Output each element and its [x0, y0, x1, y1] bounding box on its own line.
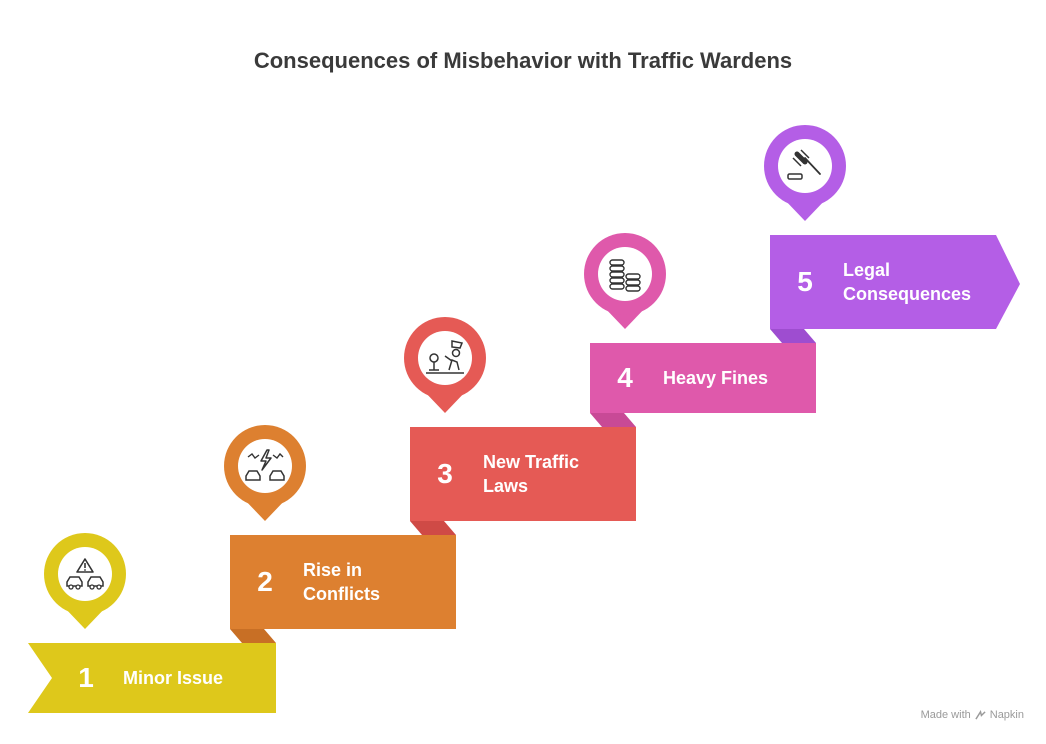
step-4-box — [590, 343, 816, 413]
napkin-brand-text: Napkin — [989, 709, 1024, 721]
coin-stacks-icon — [609, 259, 641, 292]
step-2-number: 2 — [257, 566, 273, 597]
step-5-pin — [764, 125, 846, 221]
step-1-pin — [44, 533, 126, 629]
step-4-connector-fold — [590, 413, 636, 427]
step-5-connector-fold — [770, 329, 816, 343]
step-1-box — [28, 643, 276, 713]
step-3-connector-fold — [410, 521, 456, 535]
step-2-connector-fold — [230, 629, 276, 643]
step-2-box — [230, 535, 456, 629]
car-collision-warning-icon — [66, 558, 104, 590]
step-3-number: 3 — [437, 458, 453, 489]
step-5-box — [770, 235, 1020, 329]
traffic-warden-icon — [426, 340, 464, 374]
step-2-pin — [224, 425, 306, 521]
made-with-text: Made with — [920, 709, 971, 721]
step-3-label: New Traffic Laws — [483, 452, 580, 496]
napkin-logo-icon — [975, 709, 986, 720]
step-3-pin — [404, 317, 486, 413]
diagram-title: Consequences of Misbehavior with Traffic… — [253, 48, 793, 73]
napkin-watermark: Made with Napkin — [921, 709, 1024, 721]
conflict-lightning-cars-icon — [245, 449, 285, 481]
step-3-box — [410, 427, 636, 521]
step-4-number: 4 — [617, 362, 633, 393]
gavel-icon — [787, 149, 821, 180]
step-1-label: Minor Issue — [123, 668, 224, 688]
step-2-label: Rise in Conflicts — [303, 560, 381, 604]
step-4-pin — [584, 233, 666, 329]
step-5-label: Legal Consequences — [843, 260, 972, 304]
step-4-label: Heavy Fines — [663, 368, 769, 388]
step-5-number: 5 — [797, 266, 813, 297]
step-1-number: 1 — [78, 662, 94, 693]
